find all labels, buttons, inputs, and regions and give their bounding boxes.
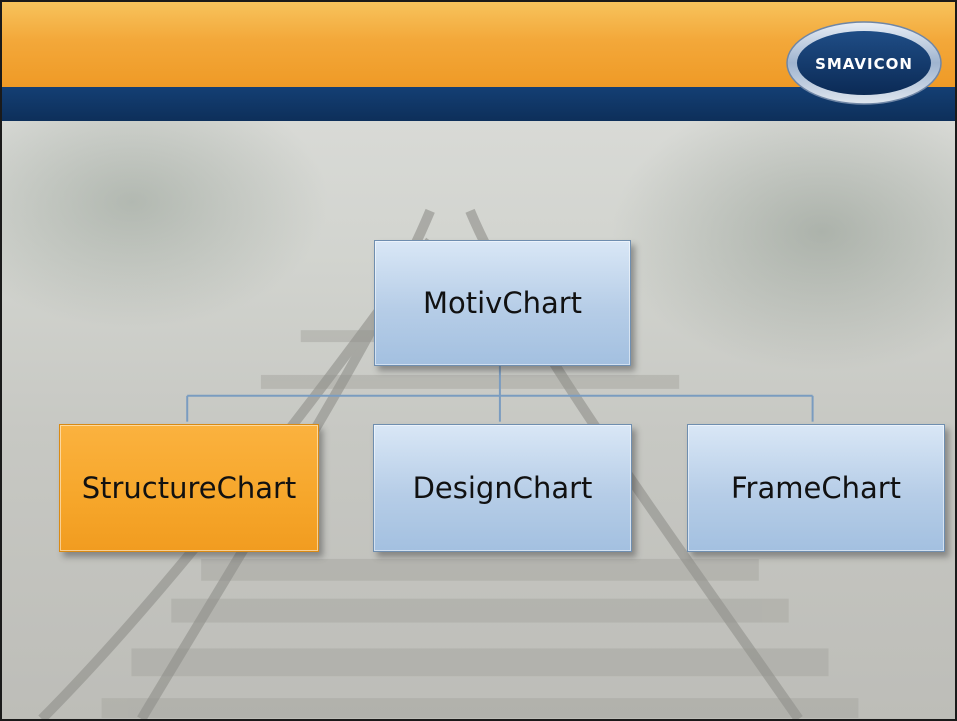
node-designchart[interactable]: DesignChart bbox=[373, 424, 632, 552]
node-label: MotivChart bbox=[422, 286, 583, 320]
node-structurechart[interactable]: StructureChart bbox=[59, 424, 319, 552]
node-label: DesignChart bbox=[412, 471, 593, 505]
node-framechart[interactable]: FrameChart bbox=[687, 424, 945, 552]
node-motivchart[interactable]: MotivChart bbox=[374, 240, 631, 366]
header-navy-band bbox=[2, 87, 955, 121]
logo-text: SMAVICON bbox=[815, 55, 913, 73]
smavicon-logo: SMAVICON bbox=[786, 21, 942, 105]
node-label: FrameChart bbox=[730, 471, 902, 505]
node-label: StructureChart bbox=[81, 471, 297, 505]
